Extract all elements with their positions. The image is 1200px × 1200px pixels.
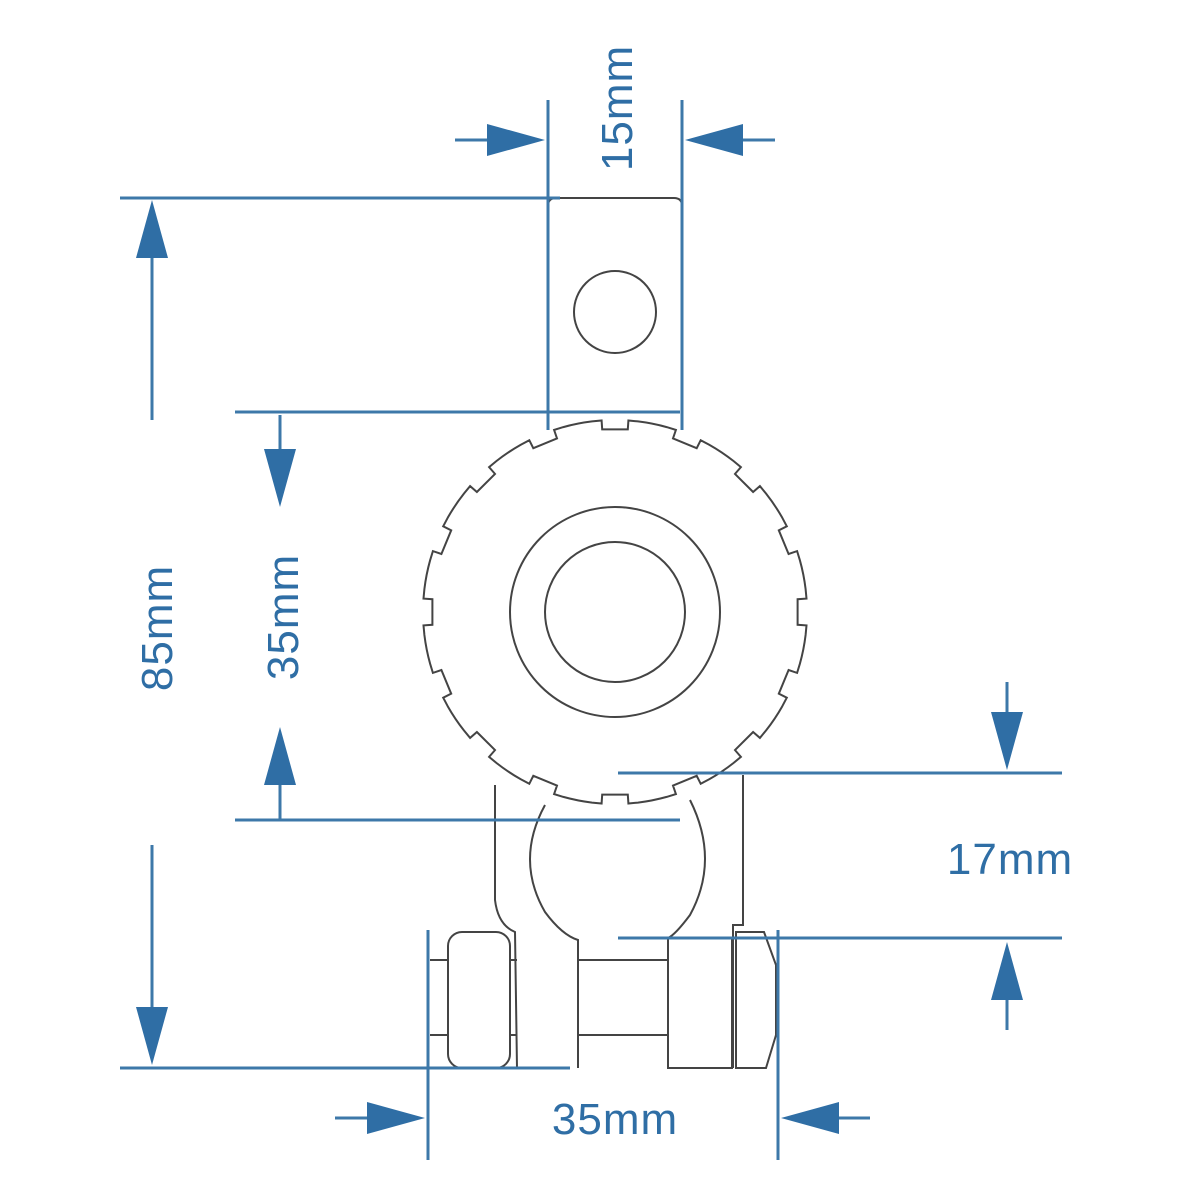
arrow-up-icon	[991, 942, 1023, 1000]
tab-width-label: 15mm	[593, 45, 642, 171]
right-nut	[735, 931, 777, 1069]
post-ring-inner	[544, 541, 686, 683]
arrow-right-icon	[487, 124, 545, 156]
dimension-lines	[120, 100, 1062, 1160]
total-height-label: 85mm	[133, 565, 182, 691]
bolt-end	[430, 959, 517, 1036]
arrow-down-icon	[136, 1007, 168, 1065]
clamp-ring	[529, 799, 706, 1068]
arrow-down-icon	[264, 449, 296, 507]
right-block	[667, 937, 733, 1069]
clamp-gap-label: 17mm	[947, 835, 1073, 884]
left-nut	[447, 931, 511, 1069]
arrow-down-icon	[991, 712, 1023, 770]
base-width-label: 35mm	[552, 1095, 678, 1144]
gear-head	[422, 419, 808, 805]
arrow-up-icon	[136, 200, 168, 258]
bolt-shaft	[577, 959, 669, 1036]
clamp-right-body	[732, 775, 744, 1068]
clamp-left-body	[494, 785, 518, 1069]
arrow-right-icon	[367, 1102, 425, 1134]
head-height-label: 35mm	[259, 554, 308, 680]
arrow-up-icon	[264, 727, 296, 785]
arrowheads	[136, 124, 1023, 1134]
arrow-left-icon	[685, 124, 743, 156]
post-ring-outer	[509, 506, 721, 718]
arrow-left-icon	[781, 1102, 839, 1134]
top-tab	[547, 197, 683, 430]
tab-hole	[573, 270, 657, 354]
